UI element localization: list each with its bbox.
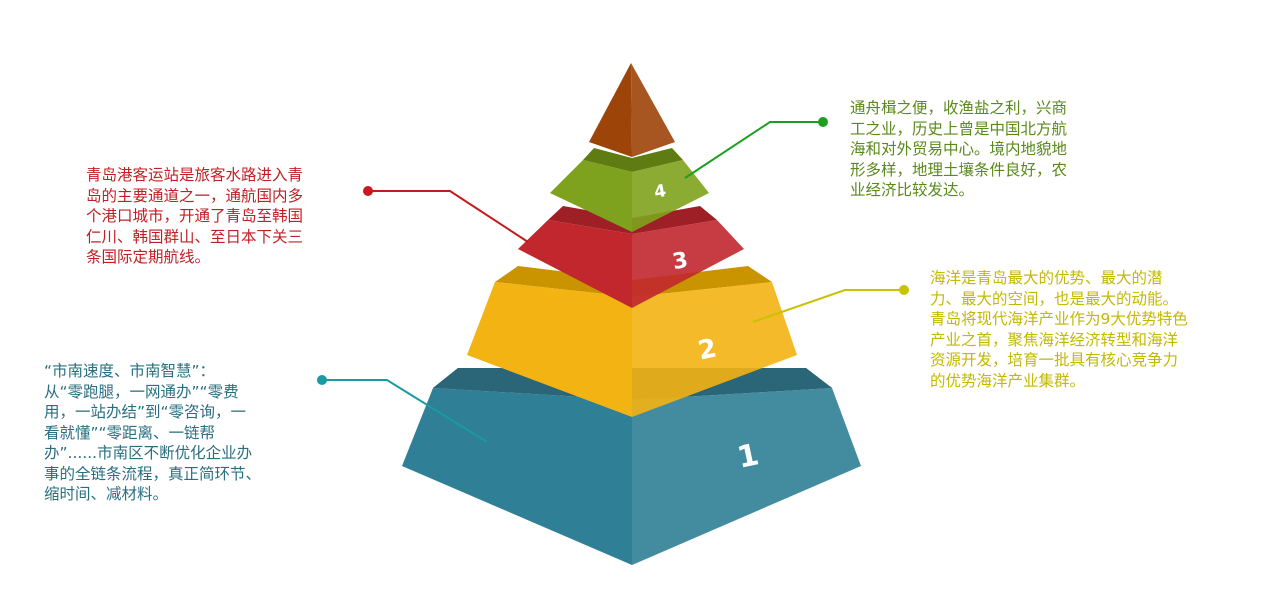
cap-right-face (631, 63, 675, 157)
tier-4-right-face (632, 160, 709, 232)
tier-2-description: 海洋是青岛最大的优势、最大的潜 力、最大的空间，也是最大的动能。 青岛将现代海洋… (930, 269, 1188, 390)
tier-3-number: 3 (671, 248, 690, 275)
tier-1-description: “市南速度、市南智慧”： 从“零跑腿，一网通办”“零费 用，一站办结”到“零咨询… (44, 362, 262, 503)
leader-lines (317, 117, 909, 443)
tier-2: 2 (467, 266, 797, 417)
tier-4: 4 (550, 148, 709, 232)
tier-4-left-face (550, 160, 632, 232)
leader-dot-3 (363, 186, 373, 196)
tier-2-left-face (467, 282, 632, 417)
leader-line-1 (322, 379, 488, 443)
cap-left-face (589, 63, 632, 157)
tier-cap (589, 63, 675, 157)
tier-1-left-face (402, 388, 632, 565)
leader-dot-4 (818, 117, 828, 127)
tier-3-left-face (518, 220, 632, 308)
leader-dot-2 (899, 285, 909, 295)
tier-2-number: 2 (695, 333, 719, 366)
tier-3-right-face (632, 220, 744, 308)
tier-4-description: 通舟楫之便，收渔盐之利，兴商 工之业，历史上曾是中国北方航 海和对外贸易中心。境… (850, 99, 1068, 199)
tier-1-right-face (632, 388, 861, 565)
tier-2-right-face (632, 282, 797, 417)
tier-3: 3 (518, 206, 744, 308)
tier-3-description: 青岛港客运站是旅客水路进入青 岛的主要通道之一，通航国内多 个港口城市，开通了青… (86, 166, 304, 266)
leader-line-4 (684, 121, 823, 179)
tier-4-back-band (583, 148, 683, 172)
tier-4-number: 4 (653, 181, 668, 203)
leader-dot-1 (317, 375, 327, 385)
leader-line-3 (368, 190, 529, 243)
leader-line-2 (752, 289, 904, 323)
